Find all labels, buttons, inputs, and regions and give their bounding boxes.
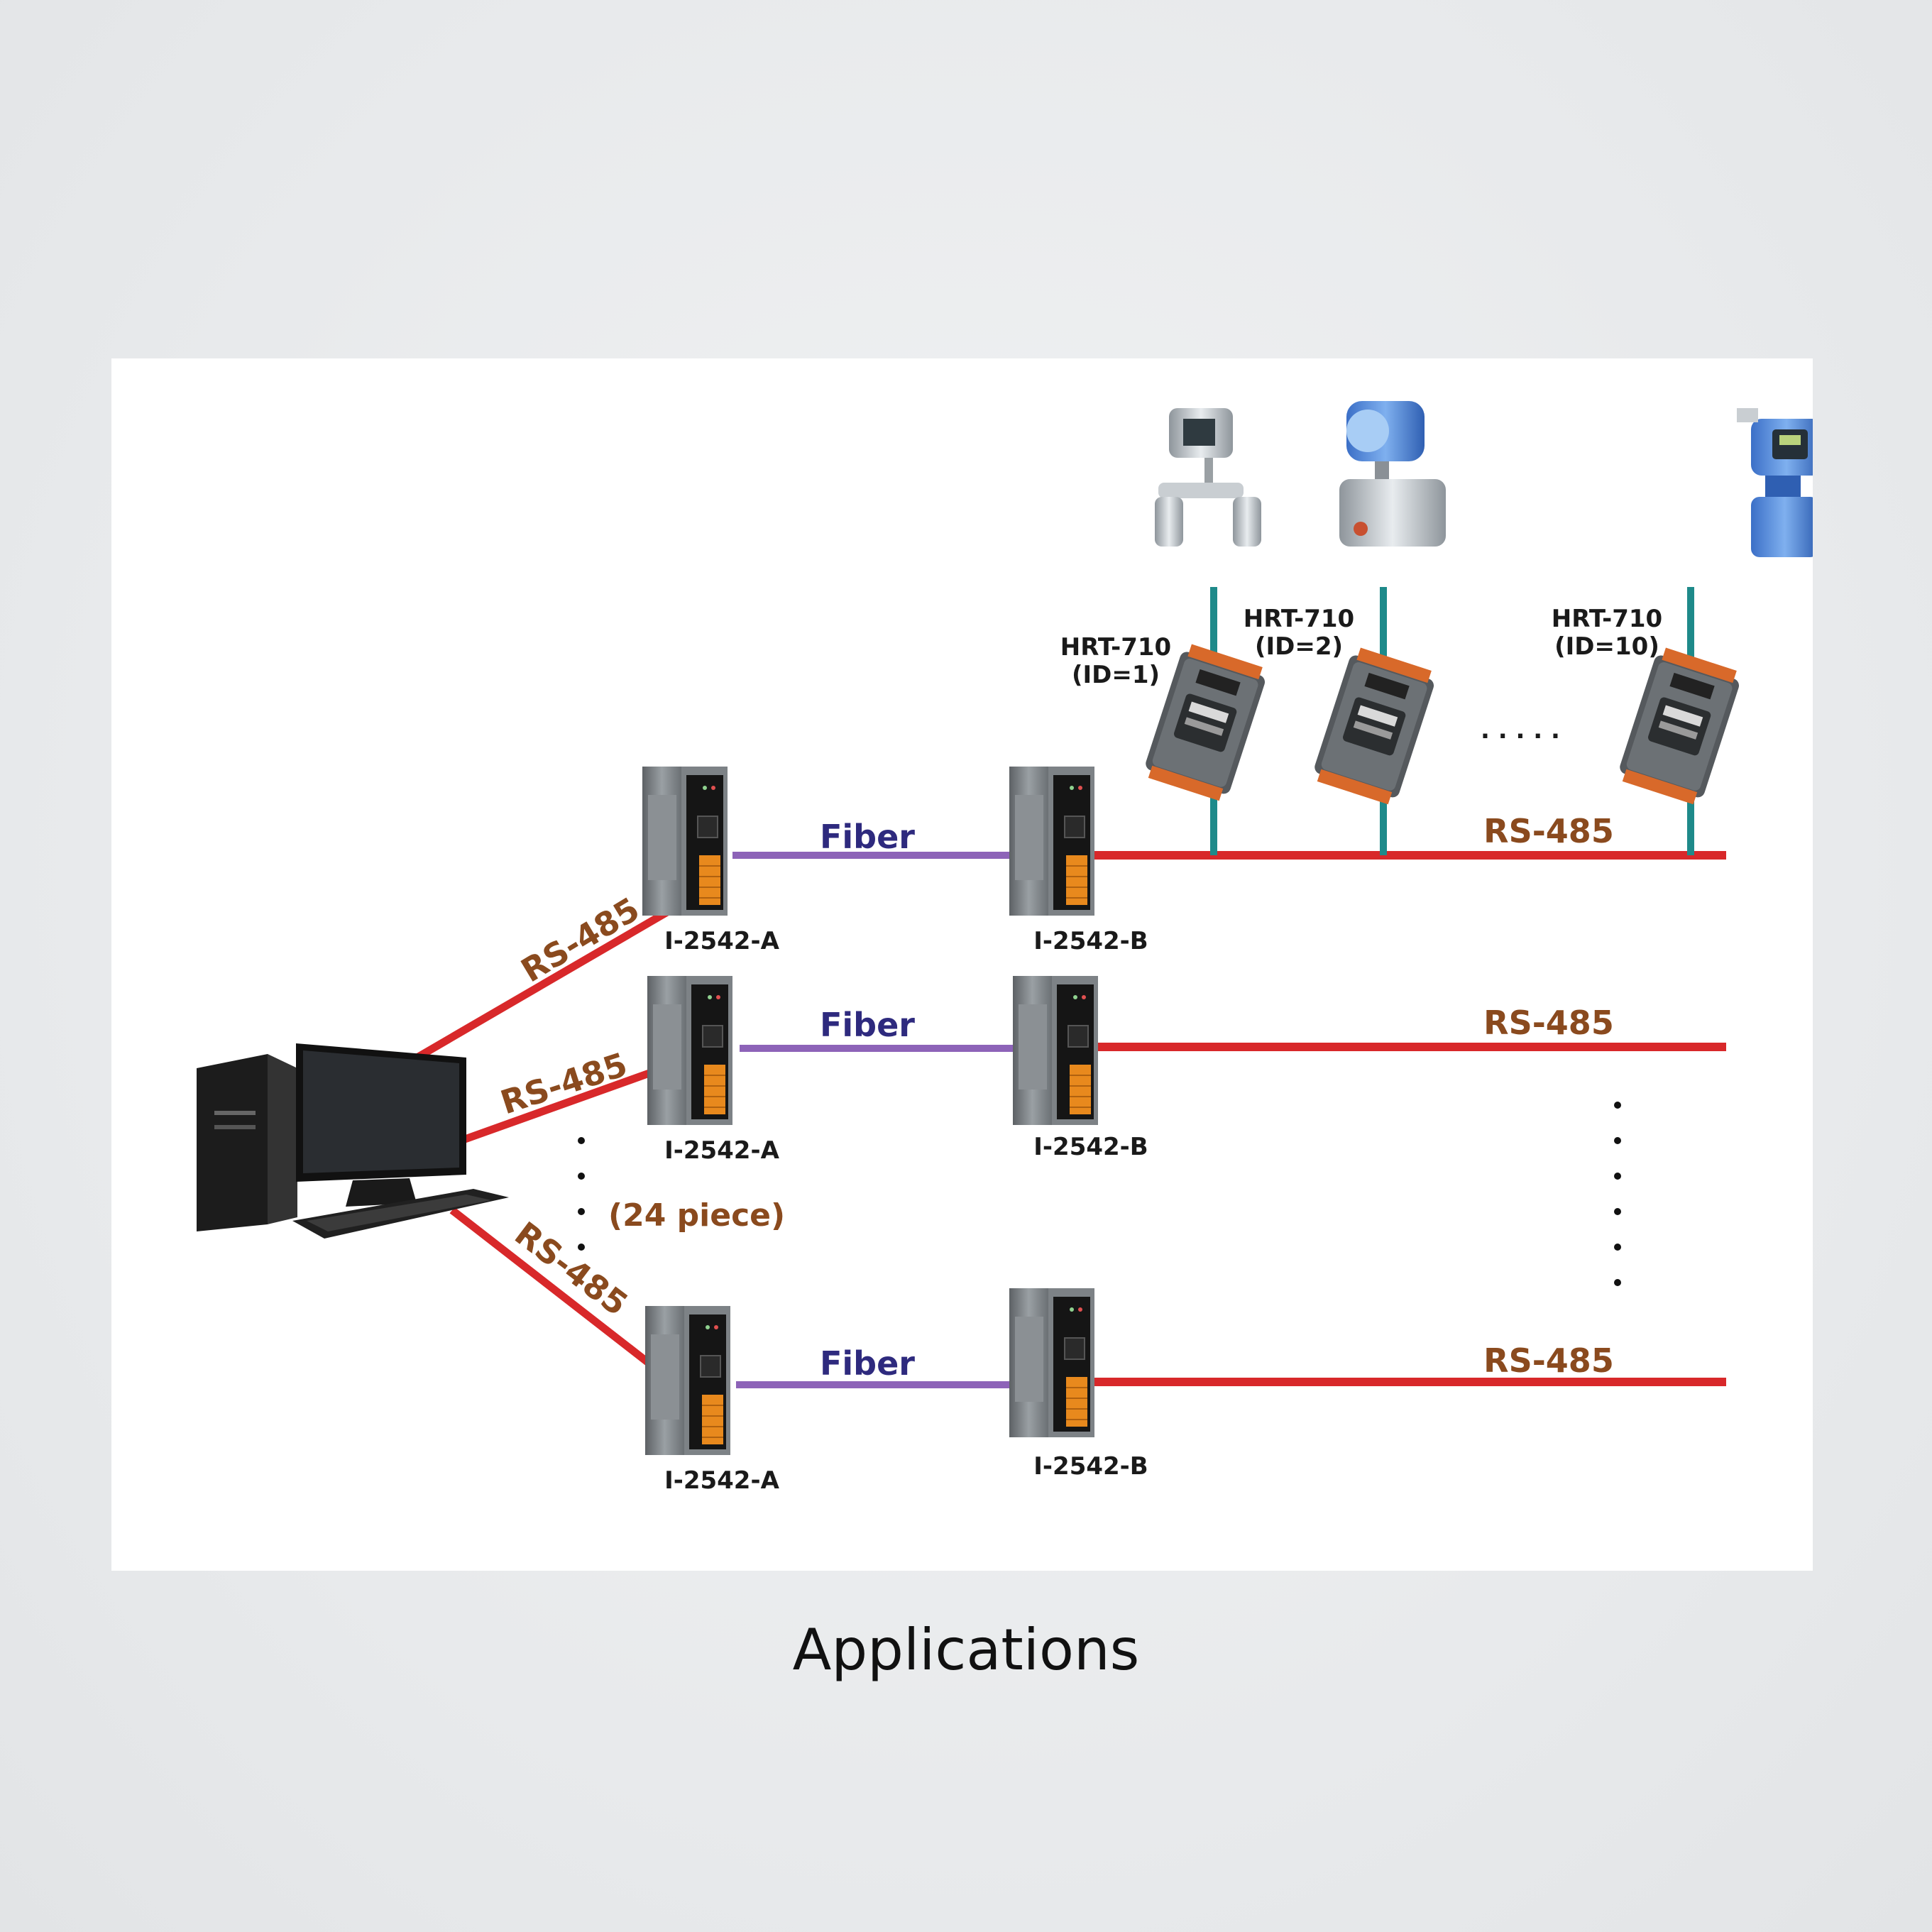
- converter-b-label-2: I-2542-B: [1033, 1133, 1148, 1161]
- flow-transmitter-icon: [1737, 408, 1813, 557]
- fiber-label-1: Fiber: [820, 818, 915, 856]
- pc-rs485-link-3: [449, 1207, 656, 1370]
- vertical-ellipsis-left: [578, 1137, 585, 1251]
- hart-converter-2: [1310, 645, 1439, 807]
- converter-b-label-1: I-2542-B: [1033, 927, 1148, 955]
- pc-rs485-label-2: RS-485: [496, 1045, 632, 1121]
- converter-a-1: [642, 766, 728, 916]
- converter-a-3: [644, 1305, 731, 1456]
- converter-a-2: [647, 975, 733, 1126]
- converter-b-label-3: I-2542-B: [1033, 1452, 1148, 1481]
- hart-converter-1: [1141, 642, 1270, 803]
- converter-a-label-3: I-2542-A: [664, 1466, 780, 1495]
- converter-a-label-1: I-2542-A: [664, 927, 780, 955]
- hart-id-label-1: (ID=1): [1072, 661, 1160, 689]
- converter-b-1: [1009, 766, 1095, 916]
- hart-ellipsis: . . . . .: [1481, 716, 1560, 745]
- rs485-label-2: RS-485: [1483, 1004, 1614, 1042]
- pc-rs485-link-1: [409, 909, 669, 1065]
- count-note: (24 piece): [608, 1197, 785, 1234]
- hart-converter-3: [1615, 645, 1744, 807]
- fiber-label-3: Fiber: [820, 1344, 915, 1383]
- pressure-transmitter-icon: [1339, 401, 1446, 547]
- hart-model-label-3: HRT-710: [1552, 605, 1662, 633]
- hart-model-label-1: HRT-710: [1060, 633, 1171, 662]
- hart-model-label-2: HRT-710: [1244, 605, 1354, 633]
- converter-a-label-2: I-2542-A: [664, 1136, 780, 1165]
- pc-rs485-link-2: [463, 1063, 669, 1143]
- rs485-label-1: RS-485: [1483, 812, 1614, 850]
- caption: Applications: [792, 1617, 1140, 1683]
- rs485-label-3: RS-485: [1483, 1341, 1614, 1380]
- converter-b-3: [1009, 1288, 1095, 1438]
- diagram-panel: RS-485 RS-485 RS-485 RS-485 RS-485 RS-48…: [111, 358, 1813, 1571]
- converter-b-2: [1012, 975, 1099, 1126]
- hart-id-label-3: (ID=10): [1554, 632, 1659, 661]
- desktop-pc-icon: [197, 1043, 509, 1239]
- fiber-label-2: Fiber: [820, 1006, 915, 1044]
- network-diagram: RS-485 RS-485 RS-485 RS-485 RS-485 RS-48…: [197, 401, 1813, 1495]
- vertical-ellipsis-right: [1614, 1102, 1621, 1286]
- hart-id-label-2: (ID=2): [1255, 632, 1343, 661]
- pressure-transmitter-icon: [1155, 408, 1261, 547]
